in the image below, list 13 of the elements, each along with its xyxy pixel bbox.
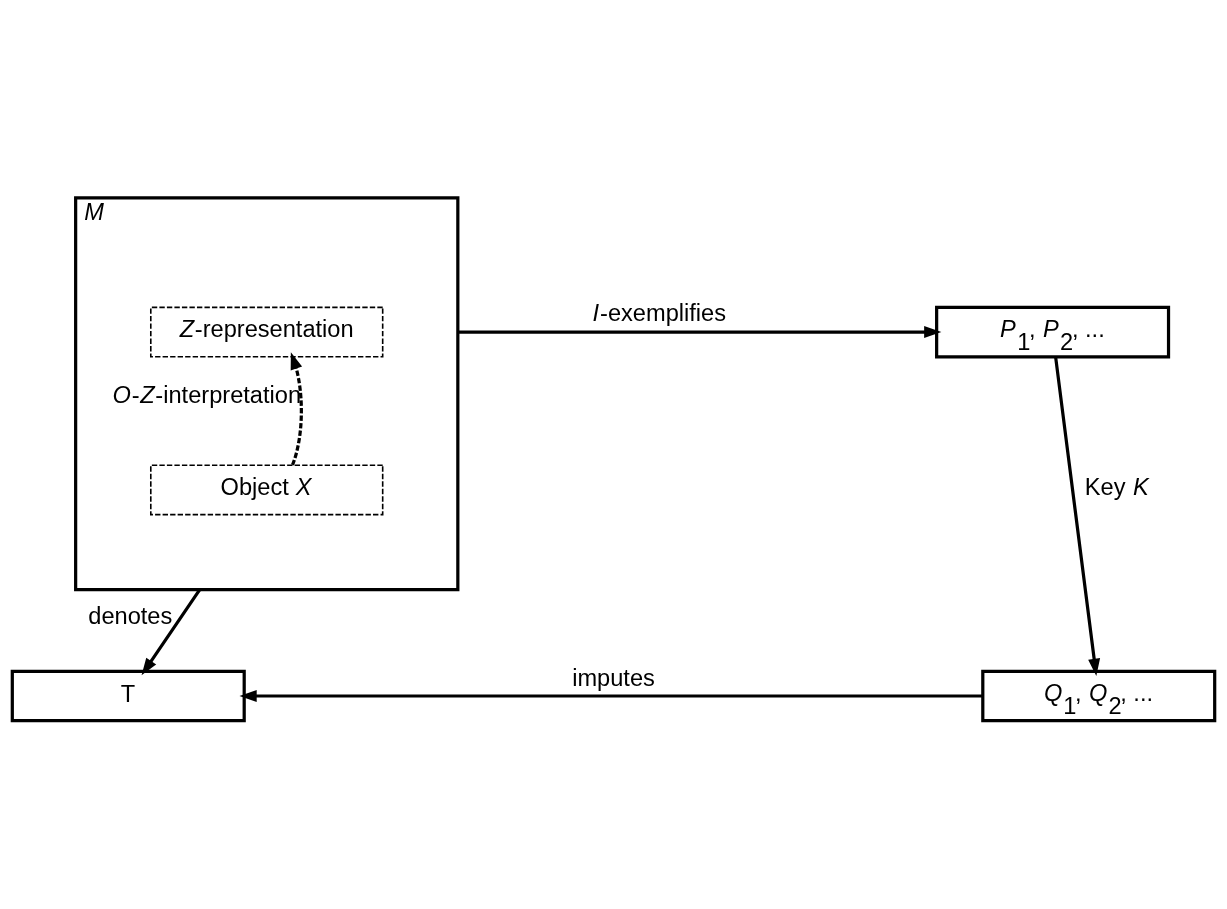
node-box: Z-representation: [150, 306, 384, 358]
arrow: [141, 588, 202, 675]
arrow: [239, 689, 983, 702]
edge-label: denotes: [88, 602, 173, 629]
arrow: [1054, 356, 1101, 676]
edge-label: I-exemplifies: [592, 299, 727, 326]
edge-label: imputes: [572, 664, 655, 691]
edge-label: O-Z-interpretation: [112, 381, 302, 408]
arrow: [290, 351, 303, 465]
node-box: T: [10, 669, 246, 722]
arrow: [457, 325, 942, 338]
edge-label: Key K: [1084, 473, 1149, 500]
node-box: Object X: [150, 463, 384, 515]
